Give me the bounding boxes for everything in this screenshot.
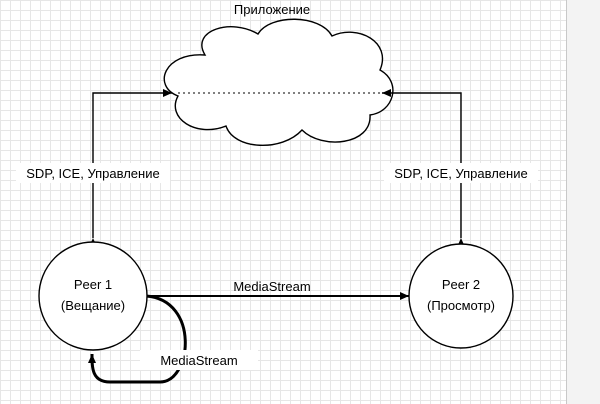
right-link-label-bg (384, 163, 538, 183)
peer2-role: (Просмотр) (427, 298, 495, 313)
cloud-shape[interactable] (163, 18, 394, 147)
loop-stream-label: MediaStream (160, 353, 237, 368)
cloud-label: Приложение (234, 2, 310, 17)
peer1-role: (Вещание) (61, 298, 125, 313)
left-link-label-bg (16, 163, 170, 183)
left-link-label: SDP, ICE, Управление (26, 166, 159, 181)
right-link-connector[interactable] (382, 89, 465, 247)
loop-label-bg (140, 350, 258, 370)
right-link-label: SDP, ICE, Управление (394, 166, 527, 181)
media-stream-label: MediaStream (233, 279, 310, 294)
peer2-node[interactable]: Peer 2 (Просмотр) (408, 243, 514, 349)
peer1-node[interactable]: Peer 1 (Вещание) (38, 241, 148, 351)
side-panel (566, 0, 600, 404)
left-link-connector[interactable] (89, 89, 172, 247)
peer1-name: Peer 1 (74, 277, 112, 292)
loop-stream-connector[interactable] (88, 294, 187, 384)
peer2-name: Peer 2 (442, 277, 480, 292)
